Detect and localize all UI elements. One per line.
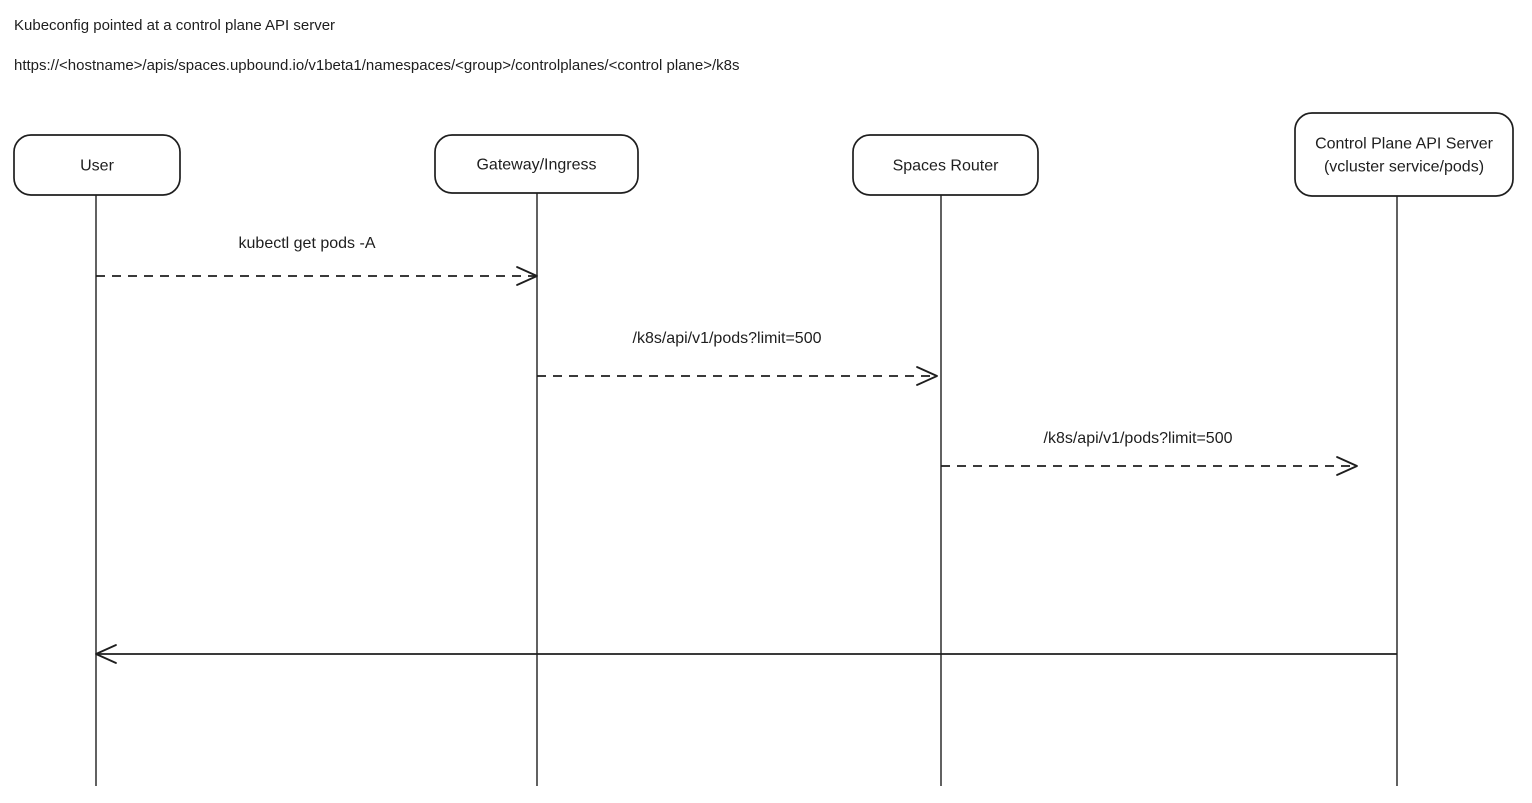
actor-label-control-plane-api-server: Control Plane API Server(vcluster servic…	[1315, 136, 1494, 176]
arrowhead-kubectl-get-pods	[516, 266, 538, 286]
actor-label-spaces-router: Spaces Router	[893, 158, 1000, 175]
message-label-k8s-api-pods-gateway-to-router: /k8s/api/v1/pods?limit=500	[633, 330, 822, 347]
actor-label-gateway-ingress: Gateway/Ingress	[476, 157, 596, 174]
arrowhead-response-to-user	[95, 644, 117, 664]
message-label-kubectl-get-pods: kubectl get pods -A	[239, 235, 376, 252]
message-label-k8s-api-pods-router-to-controlplane: /k8s/api/v1/pods?limit=500	[1044, 430, 1233, 447]
diagram-header: Kubeconfig pointed at a control plane AP…	[14, 18, 740, 98]
actor-label-user: User	[80, 158, 114, 175]
actor-box-spaces-router	[852, 134, 1039, 196]
actor-box-gateway-ingress	[434, 134, 639, 194]
kubeconfig-url: https://<hostname>/apis/spaces.upbound.i…	[14, 57, 740, 74]
actor-box-user	[13, 134, 181, 196]
actor-box-control-plane-api-server	[1294, 112, 1514, 197]
arrowhead-k8s-api-pods-router-to-controlplane	[1336, 456, 1358, 476]
arrowhead-k8s-api-pods-gateway-to-router	[916, 366, 938, 386]
diagram-title: Kubeconfig pointed at a control plane AP…	[14, 17, 336, 34]
